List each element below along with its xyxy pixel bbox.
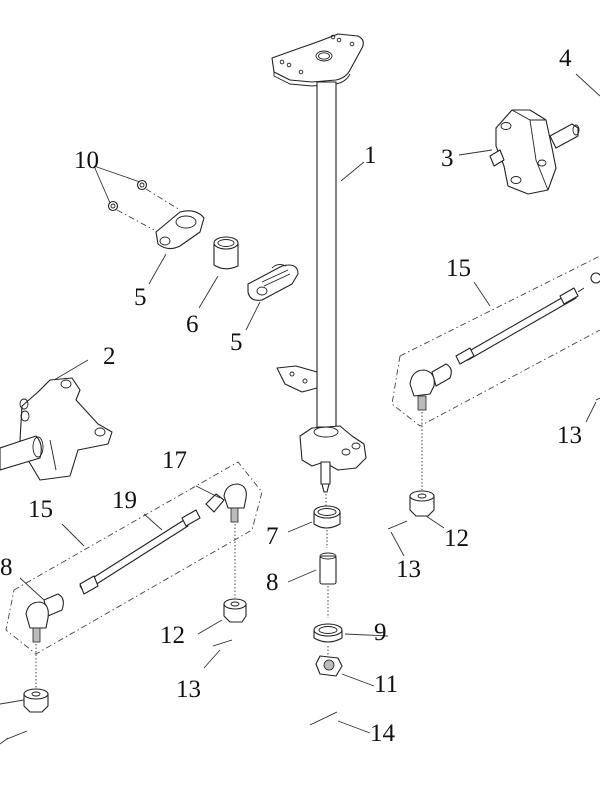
steering-column [271,33,367,493]
callout-8-spacer: 8 [266,569,279,596]
tie-rod-end-left [25,593,64,688]
tie-rod-end-right [223,483,247,598]
callout-10: 10 [74,147,99,174]
callout-labels: 1 2 3 4 5 5 6 7 8 8 9 10 11 12 12 13 13 … [0,45,582,747]
callout-14: 14 [370,720,396,747]
callout-15-left: 15 [28,496,53,523]
callout-13-right: 13 [557,422,582,449]
callout-13-center: 13 [396,556,421,583]
spacer-sleeve [319,552,337,618]
steering-knuckle-right [489,109,580,195]
callout-7: 7 [266,523,279,550]
steering-knuckle-left [0,377,113,481]
callout-17: 17 [162,447,187,474]
callout-2: 2 [103,343,116,370]
bearing-lower [313,623,343,656]
flange-nut [315,655,343,677]
callout-3: 3 [441,145,454,172]
leader-lines [0,73,600,745]
callout-13-left: 13 [176,676,201,703]
callout-12-left: 12 [160,622,185,649]
cotter-pin-column [309,711,338,726]
callout-15-right: 15 [446,255,471,282]
callout-8-tie-rod-end: 8 [0,554,13,581]
column-bushing [213,236,239,270]
column-clamp-upper [155,210,205,250]
callout-11: 11 [374,671,398,698]
callout-12-right: 12 [444,525,469,552]
bearing-upper [313,494,341,548]
callout-4: 4 [559,45,572,72]
clamp-nuts [107,179,181,231]
castle-nut-left [6,688,49,740]
callout-5-lower: 5 [230,329,243,356]
cotter-pin-center [387,520,408,530]
cotter-pin-right [595,397,600,401]
callout-6: 6 [186,311,199,338]
castle-nut-right [409,490,435,517]
callout-5-upper: 5 [134,284,147,311]
callout-19: 19 [112,487,137,514]
tie-rod-assembly-left [5,461,263,655]
castle-nut-left-center [212,598,247,647]
callout-1: 1 [364,142,377,169]
column-clamp-lower [247,263,299,301]
tie-rod-assembly-right [391,255,600,490]
callout-9: 9 [374,619,387,646]
